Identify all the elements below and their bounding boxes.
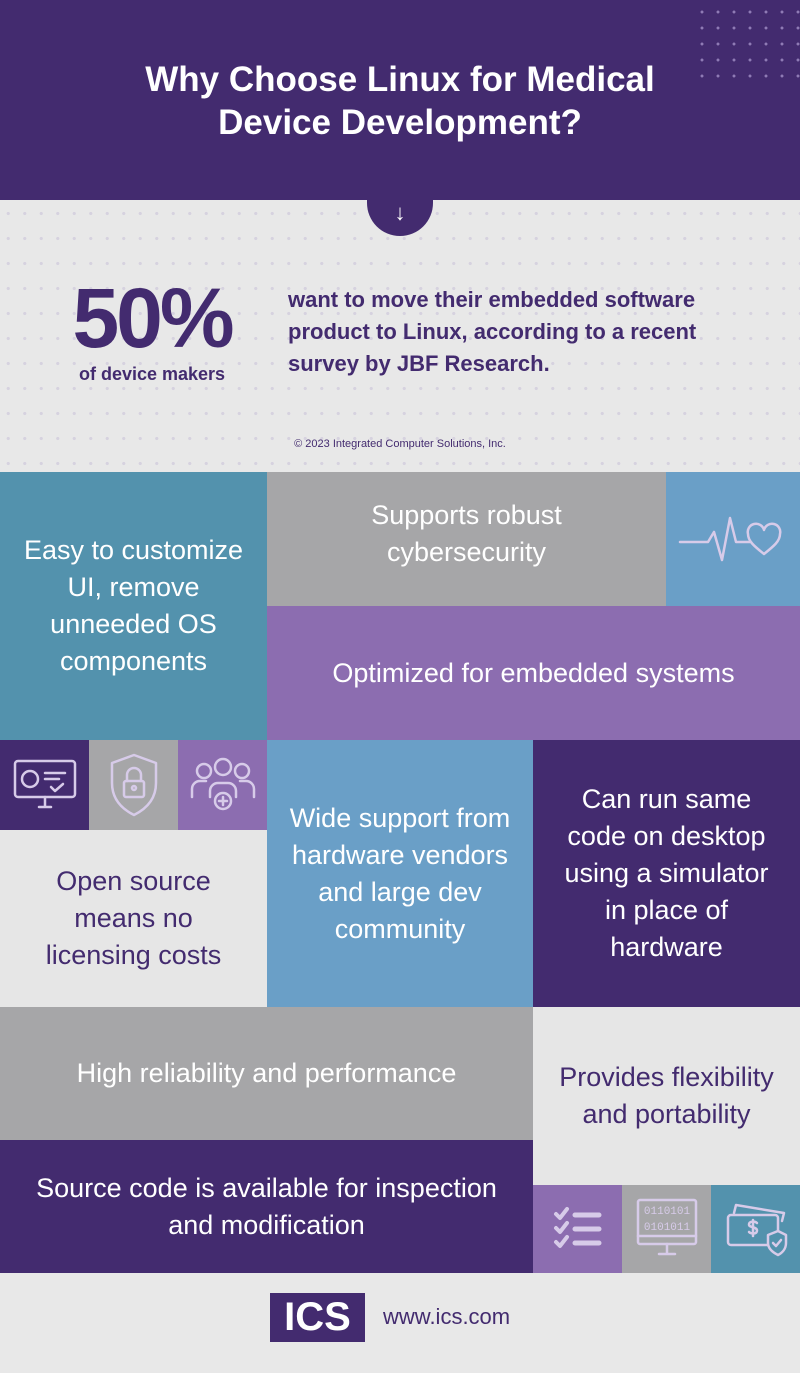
team-add-icon [178, 740, 267, 830]
binary-text: 0101011 [643, 1222, 690, 1234]
decorative-dots [690, 0, 800, 80]
money-shield-icon [711, 1185, 800, 1273]
tile-embedded: Optimized for embedded systems [267, 606, 800, 740]
tile-reliability: High reliability and performance [0, 1007, 533, 1140]
website-link[interactable]: www.ics.com [383, 1304, 511, 1329]
tile-cybersecurity: Supports robust cybersecurity [267, 472, 666, 606]
tile-text: Can run same code on desktop using a sim… [564, 784, 769, 962]
tile-text: Provides flexibility and portability [559, 1062, 774, 1129]
binary-text: 0110101 [643, 1206, 690, 1218]
tile-text: Optimized for embedded systems [332, 657, 735, 688]
stat-percent: 50% [72, 271, 234, 365]
tile-text: High reliability and performance [76, 1058, 457, 1088]
title-line-1: Why Choose Linux for Medical [145, 60, 655, 99]
ics-logo[interactable]: ICS [270, 1293, 365, 1342]
heartbeat-icon [666, 472, 800, 606]
tile-flexibility: Provides flexibility and portability [533, 1007, 800, 1185]
binary-monitor-icon: 0110101 0101011 [622, 1185, 711, 1273]
stat-text: want to move their embedded software pro… [288, 287, 697, 376]
monitor-dollar-icon [0, 740, 89, 830]
tile-text: Open source means no licensing costs [45, 866, 222, 970]
checklist-icon [533, 1185, 622, 1273]
tile-text: Source code is available for inspection … [36, 1172, 497, 1240]
tile-text: Supports robust cybersecurity [371, 500, 562, 567]
tile-text: Wide support from hardware vendors and l… [289, 802, 511, 944]
tile-open-source: Open source means no licensing costs [0, 830, 267, 1007]
tile-text: Easy to customize UI, remove unneeded OS… [23, 535, 244, 676]
title-line-2: Device Development? [218, 103, 582, 142]
copyright: © 2023 Integrated Computer Solutions, In… [294, 438, 506, 450]
tile-simulator: Can run same code on desktop using a sim… [533, 740, 800, 1007]
stat-section [0, 200, 800, 472]
footer [0, 1273, 800, 1373]
tile-source-code: Source code is available for inspection … [0, 1140, 533, 1273]
shield-lock-icon [89, 740, 178, 830]
header [0, 0, 800, 200]
stat-subject: of device makers [78, 364, 226, 384]
tile-support: Wide support from hardware vendors and l… [267, 740, 533, 1007]
tile-customize: Easy to customize UI, remove unneeded OS… [0, 472, 267, 740]
